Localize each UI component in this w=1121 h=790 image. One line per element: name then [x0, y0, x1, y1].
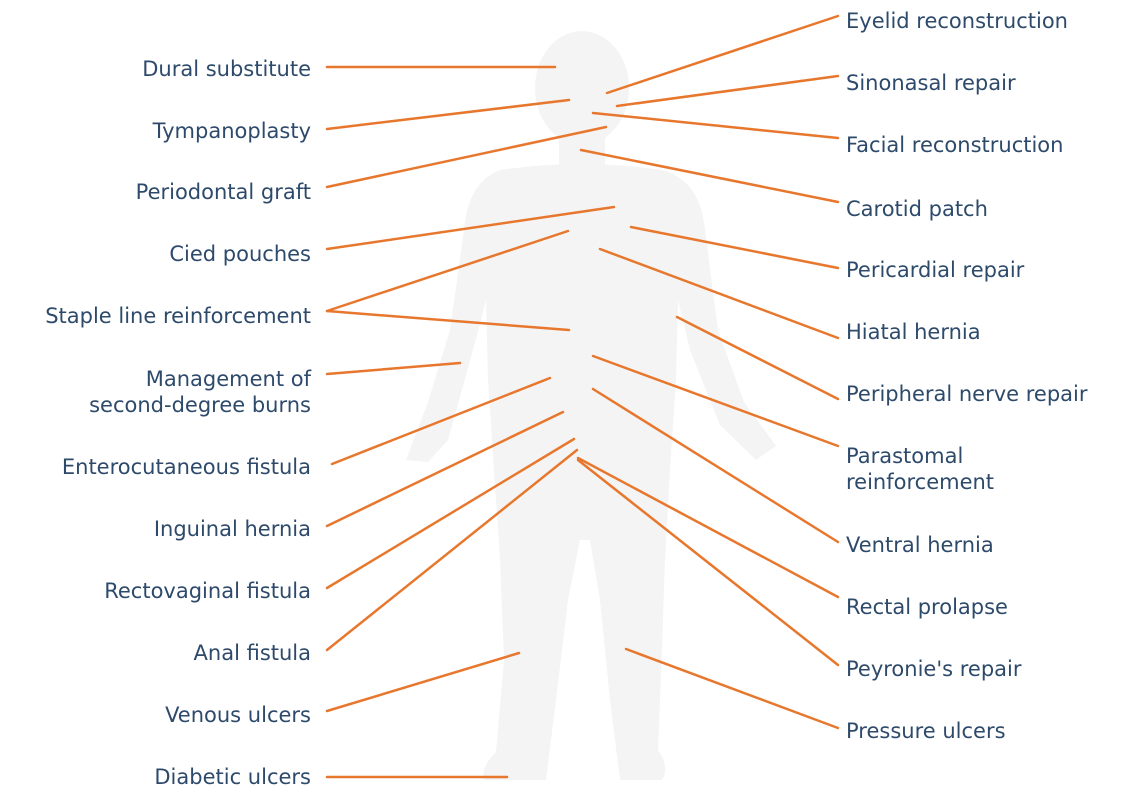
- label-inguinal-hernia: Inguinal hernia: [153, 517, 311, 541]
- leader-staple-line-upper: [325, 229, 570, 313]
- leader-anal-fistula: [325, 448, 579, 652]
- leader-hiatal-hernia: [598, 247, 840, 340]
- leader-lines: [325, 14, 840, 779]
- label-pericardial-repair: Pericardial repair: [846, 258, 1025, 282]
- label-anal-fistula: Anal fistula: [193, 641, 311, 665]
- leader-rectovaginal-fistula: [325, 437, 576, 590]
- leader-venous-ulcers: [325, 651, 521, 713]
- label-tympanoplasty: Tympanoplasty: [152, 119, 311, 143]
- label-diabetic-ulcers: Diabetic ulcers: [154, 765, 311, 789]
- label-parastomal-line2: reinforcement: [846, 470, 995, 494]
- leader-inguinal-hernia: [325, 410, 565, 528]
- label-rectovaginal-fistula: Rectovaginal fistula: [104, 579, 311, 603]
- leader-parastomal-reinforcement: [591, 354, 840, 448]
- leader-ventral-hernia: [591, 387, 840, 544]
- label-staple-line-reinforcement: Staple line reinforcement: [45, 304, 311, 328]
- leader-eyelid-reconstruction: [605, 14, 840, 95]
- label-cied-pouches: Cied pouches: [169, 242, 311, 266]
- label-peyronies-repair: Peyronie's repair: [846, 657, 1022, 681]
- leader-staple-line-lower: [325, 309, 571, 332]
- leader-burns: [325, 361, 462, 376]
- label-peripheral-nerve-repair: Peripheral nerve repair: [846, 382, 1088, 406]
- label-ventral-hernia: Ventral hernia: [846, 533, 994, 557]
- leader-cied-pouches: [325, 205, 616, 251]
- leader-rectal-prolapse: [576, 456, 840, 599]
- label-carotid-patch: Carotid patch: [846, 197, 988, 221]
- label-enterocutaneous-fistula: Enterocutaneous fistula: [61, 455, 311, 479]
- leader-sinonasal-repair: [615, 74, 840, 108]
- label-eyelid-reconstruction: Eyelid reconstruction: [846, 9, 1068, 33]
- label-venous-ulcers: Venous ulcers: [165, 703, 311, 727]
- label-rectal-prolapse: Rectal prolapse: [846, 595, 1008, 619]
- label-burns-line2: second-degree burns: [89, 393, 311, 417]
- leader-peripheral-nerve-repair: [675, 315, 840, 401]
- label-sinonasal-repair: Sinonasal repair: [846, 71, 1016, 95]
- leader-carotid-patch: [579, 148, 840, 204]
- label-hiatal-hernia: Hiatal hernia: [846, 320, 981, 344]
- leader-periodontal-graft: [325, 125, 608, 189]
- label-pressure-ulcers: Pressure ulcers: [846, 719, 1006, 743]
- label-facial-reconstruction: Facial reconstruction: [846, 133, 1064, 157]
- human-silhouette: [406, 31, 776, 780]
- leader-peyronies-repair: [576, 458, 840, 667]
- label-dural-substitute: Dural substitute: [142, 57, 311, 81]
- leader-pericardial-repair: [629, 225, 840, 270]
- label-parastomal-line1: Parastomal: [846, 444, 964, 468]
- leader-pressure-ulcers: [624, 647, 840, 730]
- leader-facial-reconstruction: [591, 111, 840, 140]
- leader-enterocutaneous-fistula: [330, 376, 552, 466]
- label-burns-line1: Management of: [145, 367, 311, 391]
- leader-tympanoplasty: [325, 98, 571, 131]
- label-periodontal-graft: Periodontal graft: [135, 180, 311, 204]
